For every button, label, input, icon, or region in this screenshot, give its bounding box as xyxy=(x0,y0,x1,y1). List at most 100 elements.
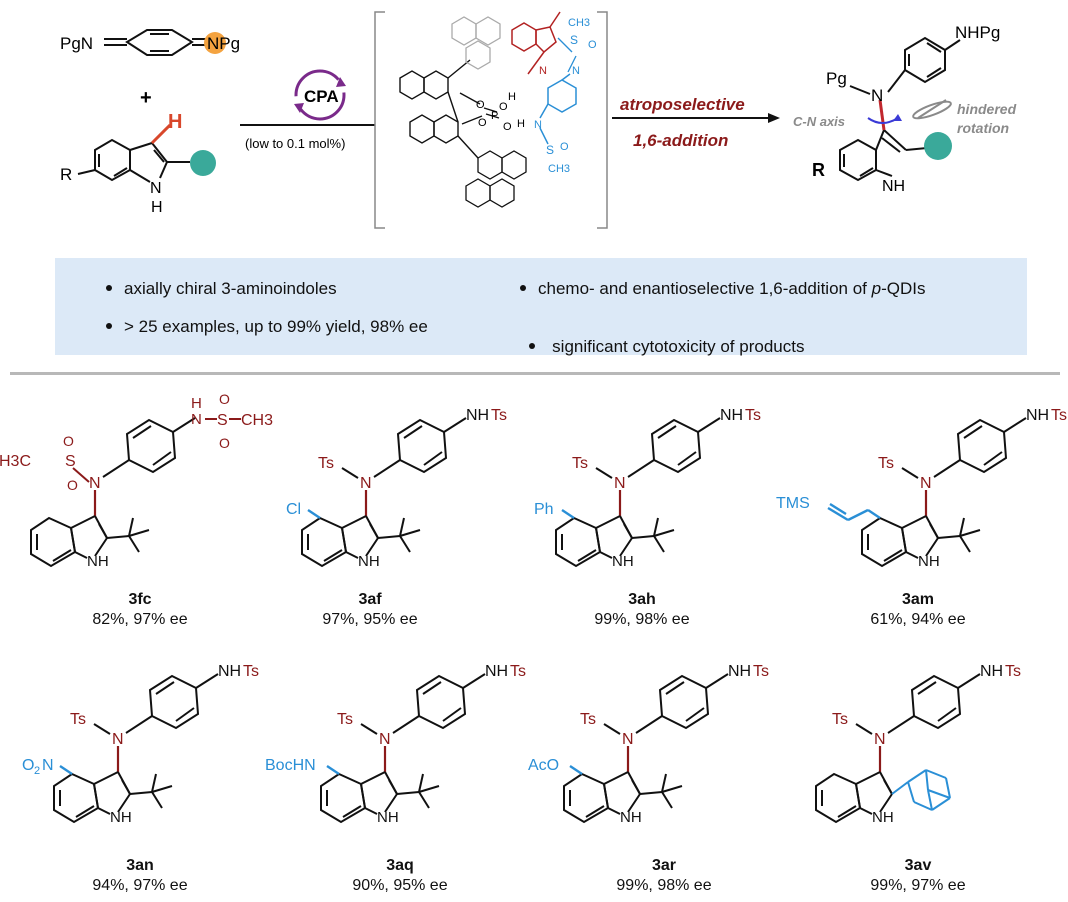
n-ts-label: Ts xyxy=(832,711,848,728)
compound-result: 94%, 97% ee xyxy=(92,877,188,894)
ms-n-label: N xyxy=(191,411,202,428)
amine-n-label: N xyxy=(360,475,372,492)
nhts-nh-label: NH xyxy=(466,407,489,424)
ph-label: Ph xyxy=(534,501,554,518)
vinyl-bond xyxy=(829,502,847,516)
nhts-nh-label: NH xyxy=(218,663,241,680)
compound-id: 3am xyxy=(901,591,935,608)
product-nhpg: NHPg xyxy=(955,23,1000,42)
n-ts-bond xyxy=(603,723,621,735)
compound-id: 3an xyxy=(126,857,154,874)
o2n-n-label: N xyxy=(42,757,54,774)
product-r: R xyxy=(812,160,825,180)
nhts-ts-label: Ts xyxy=(745,407,761,424)
product-nh: NH xyxy=(882,178,905,195)
amine-n-label: N xyxy=(89,475,101,492)
ts-ch3-bottom: CH3 xyxy=(548,163,570,175)
n-ts-label: Ts xyxy=(318,455,334,472)
indole-nh-label: NH xyxy=(377,809,399,826)
vinyl-bond xyxy=(847,508,869,522)
adamantyl-bond xyxy=(925,769,947,779)
ts-o2: O xyxy=(478,117,487,129)
ts-o-bottom: O xyxy=(560,141,569,153)
ts-o3: O xyxy=(499,101,508,113)
nhts-ts-label: Ts xyxy=(510,663,526,680)
compound-caption-6: 3aq 90%, 95% ee xyxy=(300,856,500,896)
compound-id: 3av xyxy=(904,857,932,874)
n-ts-bond xyxy=(595,467,613,479)
highlight-2: > 25 examples, up to 99% yield, 98% ee xyxy=(106,317,428,337)
substituent-bond xyxy=(326,765,340,775)
adamantyl-bond xyxy=(931,797,951,811)
tms-label: TMS xyxy=(776,495,810,512)
n-ts-bond xyxy=(93,723,111,735)
cpa-label: CPA xyxy=(304,87,339,106)
n-ms-bond xyxy=(72,467,90,483)
n-ts-bond xyxy=(360,723,378,735)
indole-nh-h: H xyxy=(151,199,163,216)
o2n-o-label: O xyxy=(22,757,34,774)
highlight-text-3-prefix: chemo- and enantioselective 1,6-addition… xyxy=(538,279,872,298)
bochn-label: BocHN xyxy=(265,757,316,774)
quinone-diimine xyxy=(104,29,210,56)
adamantyl-bond xyxy=(927,789,933,811)
n-ms-s-label: S xyxy=(65,453,76,470)
indole-reactant xyxy=(77,138,190,183)
nhts-ts-label: Ts xyxy=(1051,407,1067,424)
ts-o-top: O xyxy=(588,39,597,51)
compound-caption-8: 3av 99%, 97% ee xyxy=(818,856,1018,896)
cl-label: Cl xyxy=(286,501,301,518)
indole-nh-label: NH xyxy=(872,809,894,826)
ts-h1: H xyxy=(508,91,516,103)
adamantyl-bond xyxy=(945,777,951,799)
compound-result: 90%, 95% ee xyxy=(352,877,448,894)
hindered-label-1: hindered xyxy=(957,101,1017,117)
amine-n-label: N xyxy=(920,475,932,492)
ms-ch3-label: CH3 xyxy=(241,412,273,429)
adamantyl-bond xyxy=(913,801,933,811)
n-ms-o-label: O xyxy=(63,433,74,449)
ts-phenyl-blue xyxy=(539,73,577,145)
n-ts-bond xyxy=(855,723,873,735)
compound-result: 97%, 95% ee xyxy=(322,611,418,628)
highlight-text-2: > 25 examples, up to 99% yield, 98% ee xyxy=(124,317,428,336)
compound-caption-2: 3af 97%, 95% ee xyxy=(270,590,470,630)
compound-result: 61%, 94% ee xyxy=(870,611,966,628)
nhts-ts-label: Ts xyxy=(491,407,507,424)
ts-ch3-top: CH3 xyxy=(568,17,590,29)
nhts-ts-label: Ts xyxy=(1005,663,1021,680)
tbutyl-group xyxy=(937,517,981,553)
o2n-2-label: 2 xyxy=(34,765,40,777)
adamantyl-bond xyxy=(927,789,951,799)
highlight-1: axially chiral 3-aminoindoles xyxy=(106,279,337,299)
indole-n: N xyxy=(150,180,162,197)
n-ts-label: Ts xyxy=(70,711,86,728)
nhts-nh-label: NH xyxy=(720,407,743,424)
indole-core xyxy=(554,416,722,568)
indole-nh-label: NH xyxy=(918,553,940,570)
arrow-label-1: atroposelective xyxy=(620,95,745,114)
highlight-3: chemo- and enantioselective 1,6-addition… xyxy=(520,279,925,299)
bullet-dot xyxy=(106,284,112,291)
substituent-bond xyxy=(307,509,321,519)
compound-caption-1: 3fc 82%, 97% ee xyxy=(40,590,240,630)
ts-h2: H xyxy=(517,118,525,130)
cpa-circle xyxy=(294,69,346,121)
amine-n-label: N xyxy=(112,731,124,748)
adamantyl-bond xyxy=(907,781,915,803)
compound-result: 82%, 97% ee xyxy=(92,611,188,628)
indole-core xyxy=(52,672,220,824)
highlight-text-3-suffix: -QDIs xyxy=(881,279,926,298)
indole-core xyxy=(814,672,982,824)
ts-o1: O xyxy=(476,99,485,111)
indole-core xyxy=(29,416,197,568)
ms-h-label: H xyxy=(191,395,202,412)
highlight-4: significant cytotoxicity of products xyxy=(520,317,804,357)
n-ts-label: Ts xyxy=(572,455,588,472)
product-n: N xyxy=(871,86,883,105)
compound-caption-3: 3ah 99%, 98% ee xyxy=(542,590,742,630)
